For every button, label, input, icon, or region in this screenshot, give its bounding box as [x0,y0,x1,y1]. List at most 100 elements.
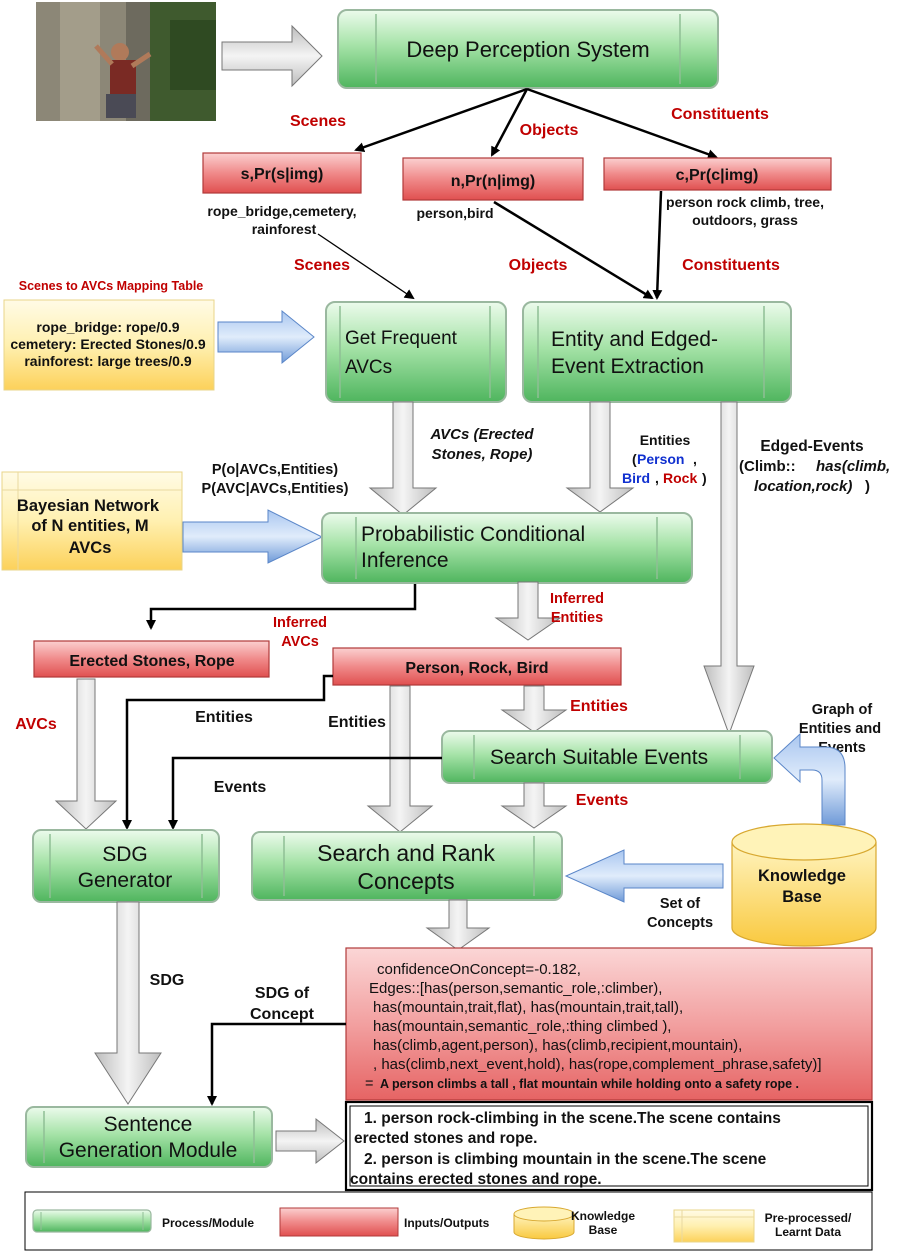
inferred-entities-1: Inferred [550,591,604,607]
search-events-label: Search Suitable Events [490,746,708,769]
arrow-dps-scenes [354,87,528,153]
dps-label: Deep Perception System [406,37,649,62]
legend-kb-swatch [513,1206,575,1240]
edged-events-1: Edged-Events [760,438,863,455]
set-of-concepts-1: Set of [660,896,700,912]
arrow-extraction-to-inference [565,401,635,513]
avcs-erected-1: AVCs (Erected [429,426,534,443]
p-o-formula: P(o|AVCs,Entities) [212,462,338,478]
edged-events-3: location,rock) [754,478,852,495]
output-2a: 2. person is climbing mountain in the sc… [364,1151,767,1168]
mapping-row-3: rainforest: large trees/0.9 [24,353,192,369]
extraction-label-2: Event Extraction [551,355,704,378]
arrow-kb-to-search-events [773,732,846,826]
legend: Process/Module Inputs/Outputs Knowledge … [24,1191,873,1251]
mapping-table-title: Scenes to AVCs Mapping Table [19,279,204,293]
concept-line-2: Edges::[has(person,semantic_role,:climbe… [369,980,662,997]
arrow-dps-objects [490,88,529,157]
arrow-events-to-sdg [168,756,442,830]
legend-io-label: Inputs/Outputs [404,1216,490,1230]
legend-pre-label-2: Learnt Data [775,1225,841,1239]
arrow-searchrank-to-concept [425,899,491,951]
prob-inf-label-1: Probabilistic Conditional [361,523,585,546]
constituent-prob-box: c,Pr(c|img) [603,157,832,191]
extraction-label-1: Entity and Edged- [551,328,718,351]
search-suitable-events: Search Suitable Events [441,730,773,784]
search-rank-concepts: Search and Rank Concepts [251,831,563,901]
mapping-table: rope_bridge: rope/0.9 cemetery: Erected … [3,299,215,391]
label-events-black: Events [214,779,267,796]
erected-stones-label: Erected Stones, Rope [69,653,234,670]
arrow-sdg-to-sentence [94,901,162,1105]
output-sentences-box: 1. person rock-climbing in the scene.The… [344,1100,874,1192]
kb-label-1: Knowledge [758,867,846,885]
label-avcs-left: AVCs [15,716,57,733]
mapping-row-2: cemetery: Erected Stones/0.9 [10,336,206,352]
graph-label-1: Graph of [812,702,873,718]
get-frequent-avcs: Get Frequent AVCs [325,301,507,403]
object-values: person,bird [416,205,493,221]
input-photo [36,2,216,121]
sentence-label-2: Generation Module [59,1139,238,1162]
legend-pre-label-1: Pre-processed/ [765,1211,852,1225]
p-avc-formula: P(AVC|AVCs,Entities) [202,481,349,497]
concept-line-5: has(climb,agent,person), has(climb,recip… [373,1037,742,1054]
sentence-label-1: Sentence [104,1113,193,1136]
bayes-line-2: of N entities, M [31,517,148,535]
arrow-scenes-to-getfrequent [317,233,415,300]
label-objects-mid: Objects [509,257,568,274]
label-events-red: Events [576,792,629,809]
concept-line-7-eq: = [365,1076,373,1092]
sentence-generation-module: Sentence Generation Module [25,1106,273,1168]
output-1a: 1. person rock-climbing in the scene.The… [364,1110,781,1127]
concept-line-7-sentence: A person climbs a tall , flat mountain w… [380,1077,799,1091]
concept-box: confidenceOnConcept=-0.182, Edges::[has(… [345,947,873,1101]
label-entities-searchrank: Entities [328,714,386,731]
graph-label-2: Entities and [799,721,881,737]
constituent-values-1: person rock climb, tree, [666,194,824,210]
output-2b: contains erected stones and rope. [350,1171,602,1188]
sdg-label-2: Generator [78,869,173,892]
set-of-concepts-2: Concepts [647,915,713,931]
mapping-row-1: rope_bridge: rope/0.9 [36,319,179,335]
label-constituents-mid: Constituents [682,257,780,274]
sdg-concept-1: SDG of [255,985,310,1002]
arrow-mapping-to-getfrequent [217,309,315,365]
entities-anno-person: Person [637,451,684,467]
arrow-entities-to-searchevents [500,685,568,733]
concept-line-6: , has(climb,next_event,hold), has(rope,c… [373,1056,822,1073]
arrow-getfrequent-to-inference [368,401,438,516]
arrow-dps-constituents [526,87,718,159]
entities-anno-rock: Rock [663,470,697,486]
label-objects-top: Objects [520,122,579,139]
legend-process-swatch [32,1209,152,1233]
concept-line-4: has(mountain,semantic_role,:thing climbe… [373,1018,671,1035]
edged-events-2b: has(climb, [816,458,890,475]
constituent-values-2: outdoors, grass [692,212,798,228]
scene-values-1: rope_bridge,cemetery, [207,203,356,219]
knowledge-base-cylinder: Knowledge Base [731,823,877,947]
kb-label-2: Base [782,888,821,906]
erected-stones-box: Erected Stones, Rope [33,640,270,678]
scene-values-2: rainforest [252,221,317,237]
bayesian-network-box: Bayesian Network of N entities, M AVCs [1,471,183,571]
search-rank-label-1: Search and Rank [317,840,495,866]
legend-io-swatch [279,1207,399,1237]
person-rock-bird-label: Person, Rock, Bird [405,660,548,677]
arrow-entities-to-sdg [122,674,333,830]
entities-anno-close: ) [702,470,707,486]
scene-prob-box: s,Pr(s|img) [202,152,362,194]
edged-events-3b: ) [865,478,870,495]
label-scenes-mid: Scenes [294,257,350,274]
output-1b: erected stones and rope. [354,1130,537,1147]
legend-kb-label-2: Base [589,1223,618,1237]
object-prob-box: n,Pr(n|img) [402,157,584,201]
entities-anno-1: Entities [640,432,691,448]
entity-event-extraction: Entity and Edged- Event Extraction [522,301,792,403]
probabilistic-inference: Probabilistic Conditional Inference [321,512,693,584]
inferred-avcs-1: Inferred [273,615,327,631]
arrow-objects-to-extraction [493,200,654,300]
search-rank-label-2: Concepts [357,868,454,894]
edged-events-2a: (Climb:: [739,458,796,475]
